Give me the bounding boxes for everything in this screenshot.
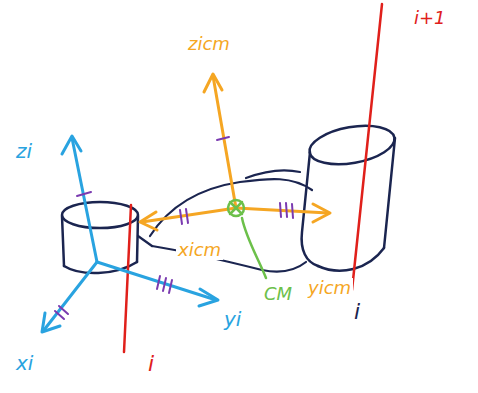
link-body [138, 170, 312, 271]
joint-label: i [146, 352, 156, 376]
axis-line [97, 262, 216, 300]
link-outline [246, 170, 300, 178]
cm-marker [228, 200, 266, 278]
joint-label: i+1 [412, 8, 448, 28]
tick-marks [180, 137, 293, 224]
arrow-head [62, 136, 81, 154]
arrow-head [42, 313, 60, 332]
axis-label: xicm [176, 240, 223, 260]
cylinder-bottom [318, 248, 384, 271]
axis-line [72, 138, 97, 262]
joint-axis [352, 4, 382, 290]
cylinder-side [302, 152, 318, 266]
arrow-head [204, 74, 222, 92]
axis-line [142, 208, 236, 222]
axis-line [44, 262, 97, 330]
frame-cm [140, 74, 330, 230]
joint-cylinder [302, 120, 398, 271]
axis-label: yicm [306, 278, 353, 298]
cylinder-side [384, 138, 395, 248]
cylinder-side [137, 216, 138, 262]
axis-line [236, 208, 328, 213]
cm-circle [228, 200, 244, 216]
arrow-head [313, 204, 330, 222]
point-label: CM [262, 284, 294, 304]
axis-label: xi [14, 352, 35, 374]
link-outline [138, 236, 152, 246]
link-label: i [352, 300, 362, 324]
cylinder-top [62, 202, 138, 228]
cylinder-side [62, 216, 64, 266]
tick-marks [55, 192, 172, 319]
axis-line [213, 76, 236, 208]
frame-i [42, 136, 218, 332]
axis-label: zicm [186, 34, 232, 54]
arrow-head [140, 212, 157, 230]
axis-label: yi [222, 308, 243, 330]
cm-cross [230, 202, 242, 214]
arrow-head [199, 289, 218, 306]
leader-line [242, 218, 266, 278]
cylinder-top [307, 120, 398, 170]
axis-label: zi [14, 140, 34, 162]
joint-axis [124, 205, 131, 352]
